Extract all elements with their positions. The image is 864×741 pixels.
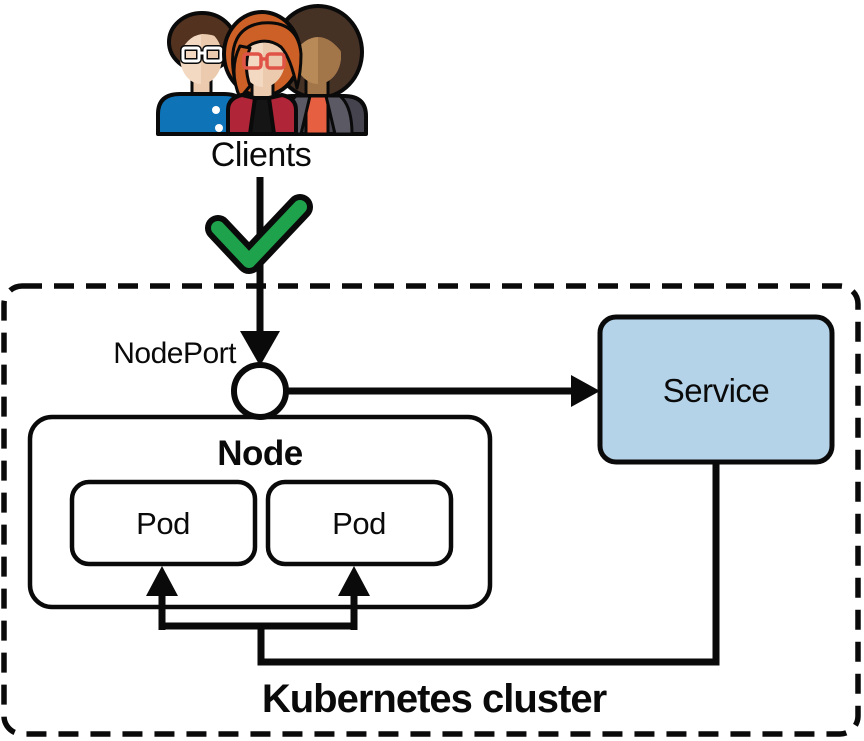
pod-box-right bbox=[265, 479, 454, 567]
red-glasses-icon bbox=[242, 52, 286, 70]
clients-label: Clients bbox=[211, 136, 311, 174]
node-label: Node bbox=[217, 434, 303, 473]
green-checkmark-icon bbox=[205, 194, 313, 274]
client-person-center bbox=[222, 10, 303, 136]
service-to-pods-connector bbox=[146, 462, 720, 666]
cluster-label: Kubernetes cluster bbox=[262, 677, 607, 721]
pod-left-label: Pod bbox=[136, 506, 190, 541]
pod-left-arrowhead bbox=[146, 566, 178, 596]
white-glasses-icon bbox=[180, 45, 224, 64]
client-person-right bbox=[268, 4, 368, 136]
service-label: Service bbox=[663, 372, 770, 409]
clients-group-icon bbox=[156, 4, 368, 136]
nodeport-circle bbox=[231, 362, 289, 420]
nodeport-to-service-arrow bbox=[284, 375, 600, 407]
cluster-boundary bbox=[1, 283, 861, 737]
pod-right-label: Pod bbox=[332, 506, 386, 541]
pod-right-arrowhead bbox=[338, 566, 370, 596]
nodeport-label: NodePort bbox=[113, 337, 237, 370]
pod-box-left bbox=[69, 479, 258, 567]
